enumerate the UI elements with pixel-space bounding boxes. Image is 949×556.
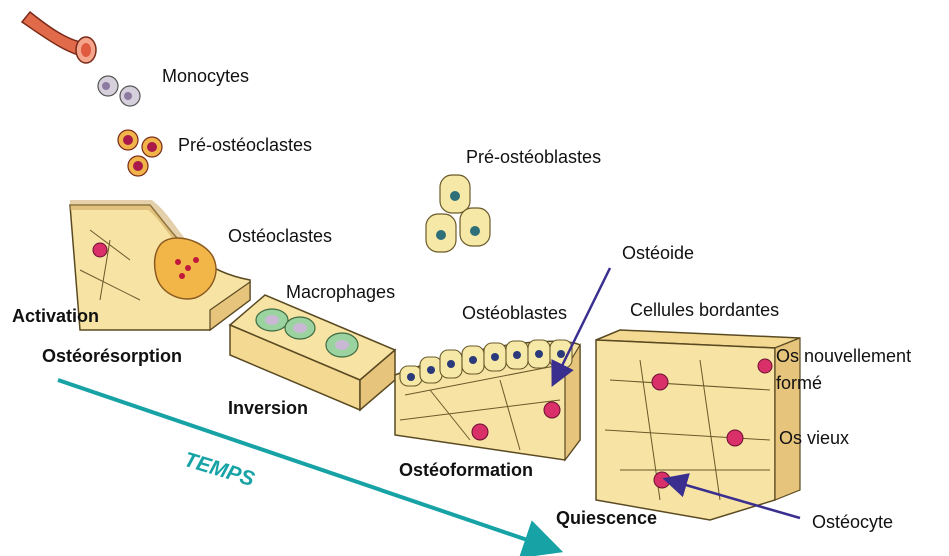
label-pre-osteoclastes: Pré-ostéoclastes (178, 135, 312, 156)
monocyte-cells (98, 76, 140, 106)
bone-block-quiescence (596, 330, 800, 520)
phase-inversion: Inversion (228, 398, 308, 419)
label-macrophages: Macrophages (286, 282, 395, 303)
label-cellules-bordantes: Cellules bordantes (630, 300, 779, 321)
label-osteoclastes: Ostéoclastes (228, 226, 332, 247)
label-os-vieux: Os vieux (779, 428, 849, 449)
label-pre-osteoblastes: Pré-ostéoblastes (466, 147, 601, 168)
label-os-nouvellement: Os nouvellement (776, 346, 911, 367)
label-osteocyte: Ostéocyte (812, 512, 893, 533)
phase-activation: Activation (12, 306, 99, 327)
pre-osteoblast-cells (426, 175, 490, 252)
label-osteoblastes: Ostéoblastes (462, 303, 567, 324)
blood-vessel (22, 12, 96, 63)
label-forme: formé (776, 373, 822, 394)
label-osteoide: Ostéoide (622, 243, 694, 264)
bone-block-inversion (230, 295, 395, 410)
phase-osteoformation: Ostéoformation (399, 460, 533, 481)
bone-block-osteoformation (395, 340, 580, 460)
pre-osteoclast-cells (118, 130, 162, 176)
phase-quiescence: Quiescence (556, 508, 657, 529)
phase-osteoresorption: Ostéorésorption (42, 346, 182, 367)
label-monocytes: Monocytes (162, 66, 249, 87)
